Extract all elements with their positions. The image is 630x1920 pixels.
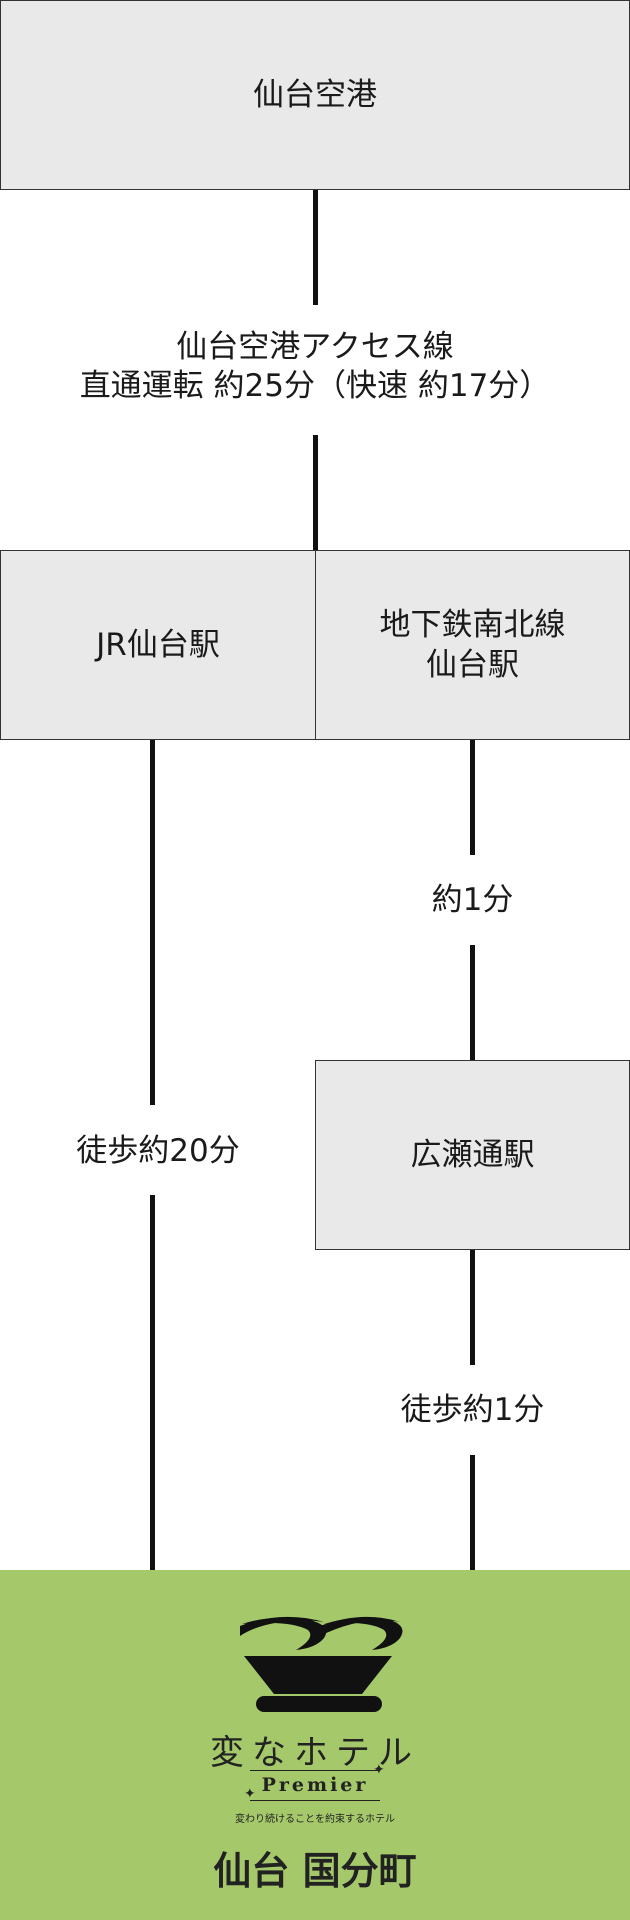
connector-airport-bottom (313, 435, 318, 550)
node-label: 仙台空港 (253, 76, 377, 113)
node-sendai-airport: 仙台空港 (0, 0, 630, 190)
edge-label-walk-jr: 徒歩約20分 (76, 1133, 240, 1169)
connector-hirose-bottom (470, 1455, 475, 1570)
sparkle-icon: ✦ (244, 1786, 256, 1802)
destination-panel: 変なホテル Premier ✦ ✦ 変わり続けることを約束するホテル 仙台 国分… (0, 1570, 630, 1920)
node-label-line1: 地下鉄南北線 (379, 606, 566, 643)
edge-label-walk-hirose: 徒歩約1分 (400, 1392, 545, 1428)
brand-sub: Premier (261, 1774, 369, 1796)
node-label-line2: 仙台駅 (426, 647, 519, 683)
hotel-logo-icon (240, 1616, 403, 1712)
brand-rule-top (250, 1770, 380, 1771)
connector-subway-top (470, 740, 475, 855)
node-hirose-dori: 広瀬通駅 (315, 1060, 630, 1250)
connector-airport-top (313, 190, 318, 305)
sparkle-icon: ✦ (373, 1762, 385, 1778)
connector-jr-top (150, 740, 155, 1105)
edge-label-airport-access: 仙台空港アクセス線 直通運転 約25分（快速 約17分） (0, 328, 630, 406)
brand-rule-bottom (250, 1800, 380, 1801)
connector-subway-bottom (470, 945, 475, 1060)
edge-label-line2: 直通運転 約25分（快速 約17分） (79, 367, 551, 404)
edge-label-subway-ride: 約1分 (431, 882, 514, 918)
edge-label-line1: 仙台空港アクセス線 (176, 329, 454, 365)
node-label: JR仙台駅 (96, 626, 220, 663)
node-subway-sendai: 地下鉄南北線 仙台駅 (315, 550, 630, 740)
hotel-name: 仙台 国分町 (213, 1849, 417, 1893)
node-label: 広瀬通駅 (410, 1136, 535, 1173)
brand-name: 変なホテル (210, 1733, 420, 1773)
connector-hirose-top (470, 1250, 475, 1365)
node-jr-sendai: JR仙台駅 (0, 550, 316, 740)
brand-tagline: 変わり続けることを約束するホテル (235, 1814, 395, 1825)
connector-jr-bottom (150, 1195, 155, 1570)
